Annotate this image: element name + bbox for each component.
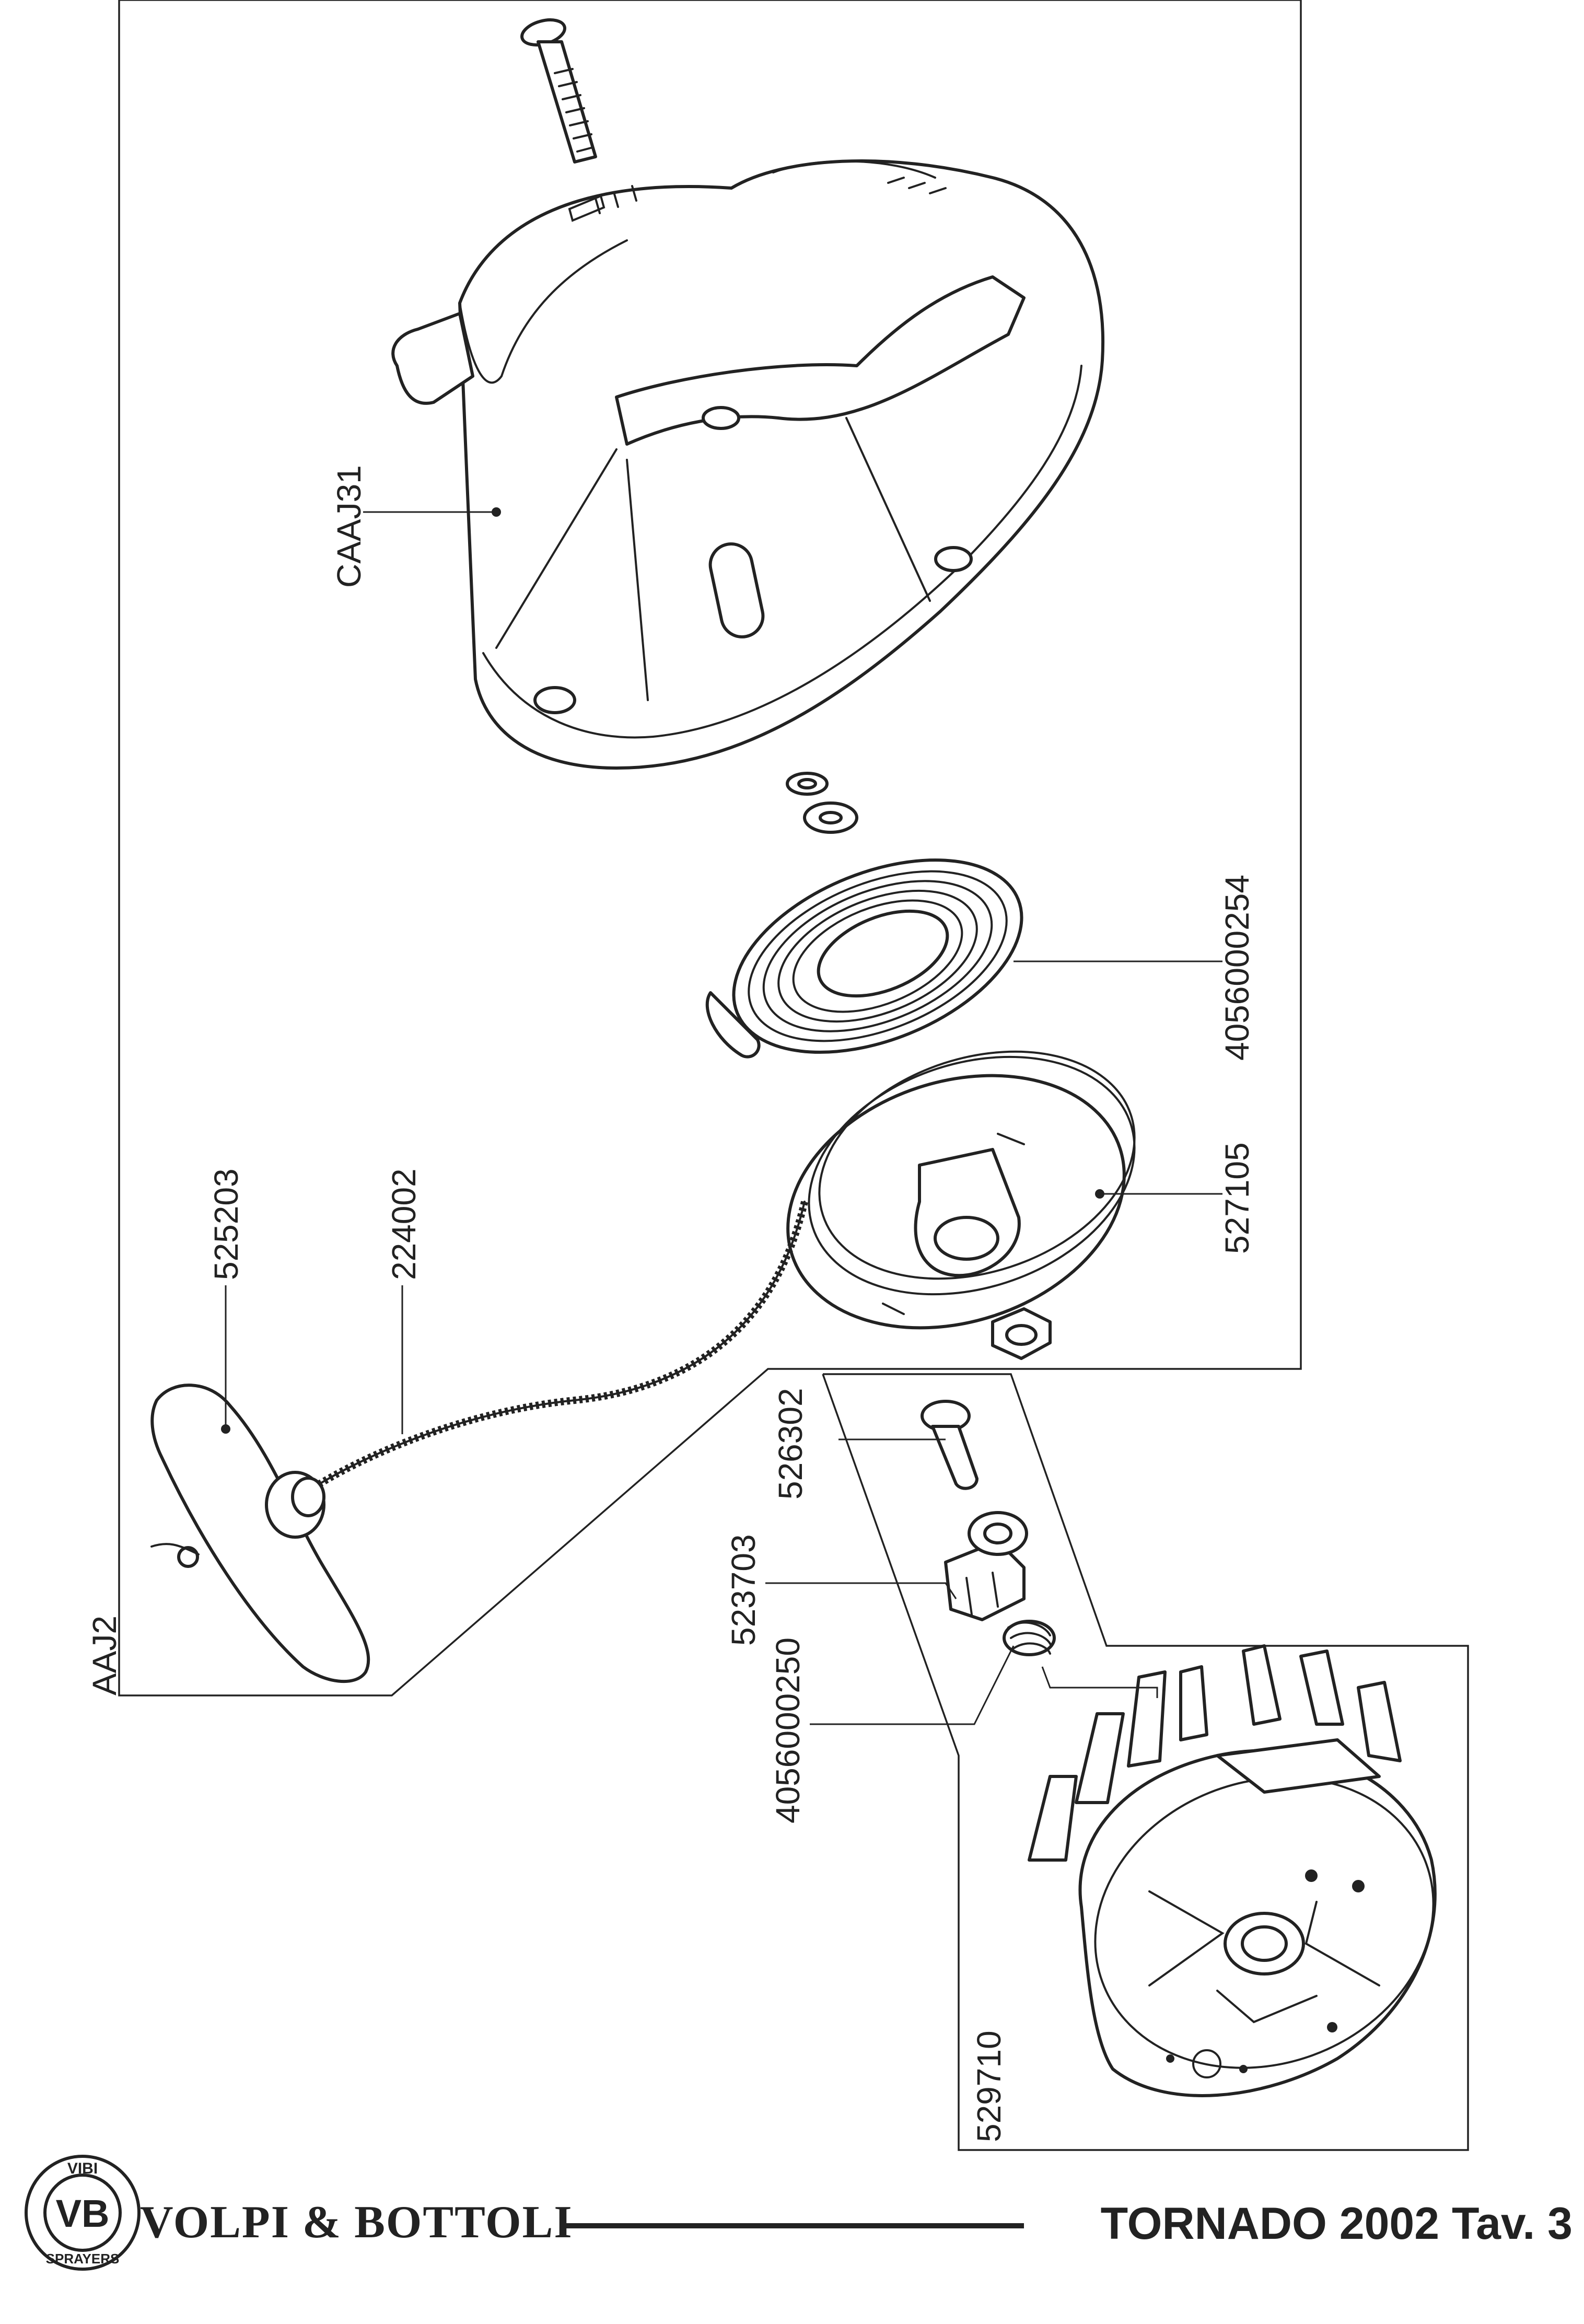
recoil-spring-4056000254 <box>705 858 1023 1059</box>
label-525203: 525203 <box>207 1168 245 1280</box>
pawl-523703 <box>944 1511 1028 1621</box>
pulley-527105 <box>786 1050 1136 1330</box>
label-523703: 523703 <box>725 1534 762 1646</box>
nut <box>991 1307 1052 1360</box>
washers <box>786 772 858 834</box>
company-logo: VB VIBI SPRAYERS <box>25 2155 141 2271</box>
label-caaj31: CAAJ31 <box>330 465 368 588</box>
model-title: TORNADO 2002 Tav. 3 <box>1101 2199 1573 2249</box>
label-4056000254: 4056000254 <box>1218 875 1256 1061</box>
label-4056000250: 4056000250 <box>769 1637 807 1823</box>
label-224002: 224002 <box>385 1168 423 1280</box>
starter-rope-224002 <box>301 1201 808 1497</box>
flywheel-529710 <box>1028 1644 1437 2097</box>
label-526302: 526302 <box>772 1388 809 1500</box>
bolt-top <box>520 18 597 164</box>
label-527105: 527105 <box>1218 1142 1256 1254</box>
pin-526302 <box>921 1400 979 1490</box>
label-529710: 529710 <box>970 2030 1008 2142</box>
logo-bottom-text: SPRAYERS <box>46 2251 120 2267</box>
footer: VB VIBI SPRAYERS VOLPI & BOTTOLI TORNADO… <box>25 2155 1573 2271</box>
company-name: VOLPI & BOTTOLI <box>140 2197 573 2248</box>
starter-housing-caaj31 <box>391 159 1105 770</box>
label-aaj2: AAJ2 <box>86 1616 123 1695</box>
logo-initials: VB <box>56 2192 110 2235</box>
leader-lines <box>225 507 1222 1725</box>
assembly-frame-aaj2 <box>118 0 1302 1696</box>
subassembly-frame-529710 <box>822 1373 1469 2151</box>
spring-4056000250 <box>1003 1620 1056 1656</box>
logo-top-text: VIBI <box>67 2160 98 2177</box>
starter-handle-525203 <box>150 1384 370 1683</box>
